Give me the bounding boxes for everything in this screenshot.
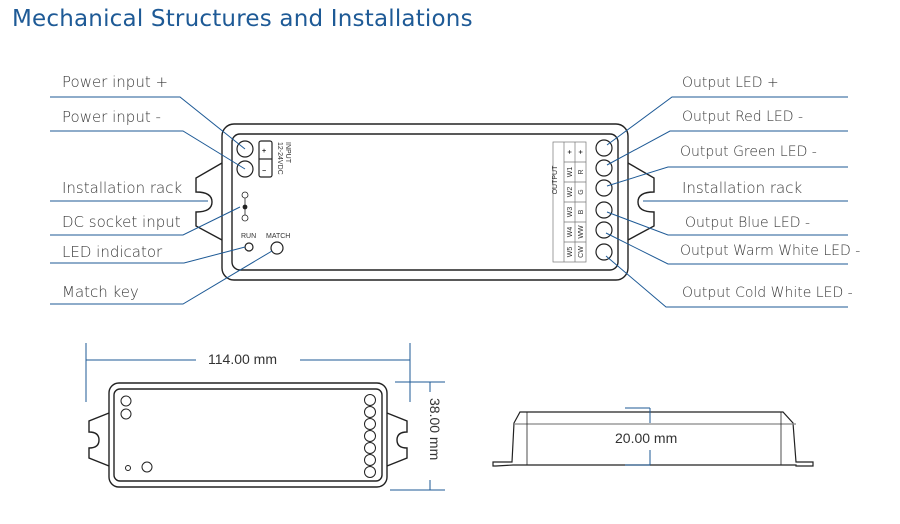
label-dc-socket-input: DC socket input xyxy=(62,213,181,231)
terminal-output-g xyxy=(595,179,613,197)
mounting-ear-right xyxy=(627,162,655,241)
terminal-output-b xyxy=(595,201,613,219)
output-label-col1-3: W3 xyxy=(567,207,574,218)
device-outer-body xyxy=(221,123,629,281)
output-label-col1-2: W2 xyxy=(567,187,574,198)
device-dimension-view xyxy=(88,382,408,488)
output-label-col1-5: W5 xyxy=(567,247,574,258)
output-label-col2-1: R xyxy=(578,169,585,174)
output-label-col1-4: W4 xyxy=(567,227,574,238)
label-output-blue: Output Blue LED - xyxy=(685,215,811,231)
label-led-indicator: LED indicator xyxy=(62,243,163,261)
terminal-output-ww xyxy=(595,221,613,239)
terminal-power-plus xyxy=(236,140,254,158)
dimension-height: 20.00 mm xyxy=(615,430,678,446)
terminal-output-cw xyxy=(595,243,613,261)
output-label-col2-3: B xyxy=(578,209,585,214)
label-output-red: Output Red LED - xyxy=(682,109,804,125)
output-label-col1-0: + xyxy=(567,150,574,154)
label-power-input-plus: Power input + xyxy=(62,73,169,91)
terminal-output-r xyxy=(595,159,613,177)
output-label-col2-5: CW xyxy=(578,246,585,258)
dc-socket-symbol xyxy=(242,204,248,210)
output-label-col2-4: WW xyxy=(578,225,585,239)
run-label: RUN xyxy=(241,233,256,240)
label-output-led-plus: Output LED + xyxy=(682,75,779,91)
output-label-col2-2: G xyxy=(578,189,585,194)
dimension-lines-height xyxy=(625,407,651,466)
device-inner-body xyxy=(231,133,619,271)
label-output-warm-white: Output Warm White LED - xyxy=(680,243,861,259)
run-led xyxy=(244,242,254,252)
output-label-col2-0: + xyxy=(578,150,585,154)
label-power-input-minus: Power input - xyxy=(62,108,161,126)
terminal-output-plus xyxy=(595,139,613,157)
label-installation-rack-right: Installation rack xyxy=(682,179,803,197)
dimension-length: 114.00 mm xyxy=(208,351,277,367)
dimension-width: 38.00 mm xyxy=(427,398,443,461)
device-top-view xyxy=(195,123,655,281)
dimension-lines-length xyxy=(85,343,445,491)
output-title: OUTPUT xyxy=(552,165,559,195)
leader-lines-left xyxy=(50,96,273,305)
input-voltage: 12-24VDC xyxy=(276,142,283,175)
device-side-view xyxy=(492,411,814,467)
leader-lines-right xyxy=(605,96,848,308)
match-label: MATCH xyxy=(266,233,290,240)
terminal-power-minus xyxy=(236,160,254,178)
label-match-key: Match key xyxy=(62,283,139,301)
input-minus-sign: − xyxy=(262,168,266,175)
mounting-ear-left xyxy=(195,162,223,241)
label-output-green: Output Green LED - xyxy=(680,144,817,160)
page-title: Mechanical Structures and Installations xyxy=(12,6,473,32)
match-key xyxy=(270,241,284,255)
output-label-col1-1: W1 xyxy=(567,167,574,178)
input-title: INPUT xyxy=(284,142,291,164)
label-installation-rack-left: Installation rack xyxy=(62,179,183,197)
input-plus-sign: + xyxy=(262,148,266,155)
label-output-cold-white: Output Cold White LED - xyxy=(682,285,853,301)
